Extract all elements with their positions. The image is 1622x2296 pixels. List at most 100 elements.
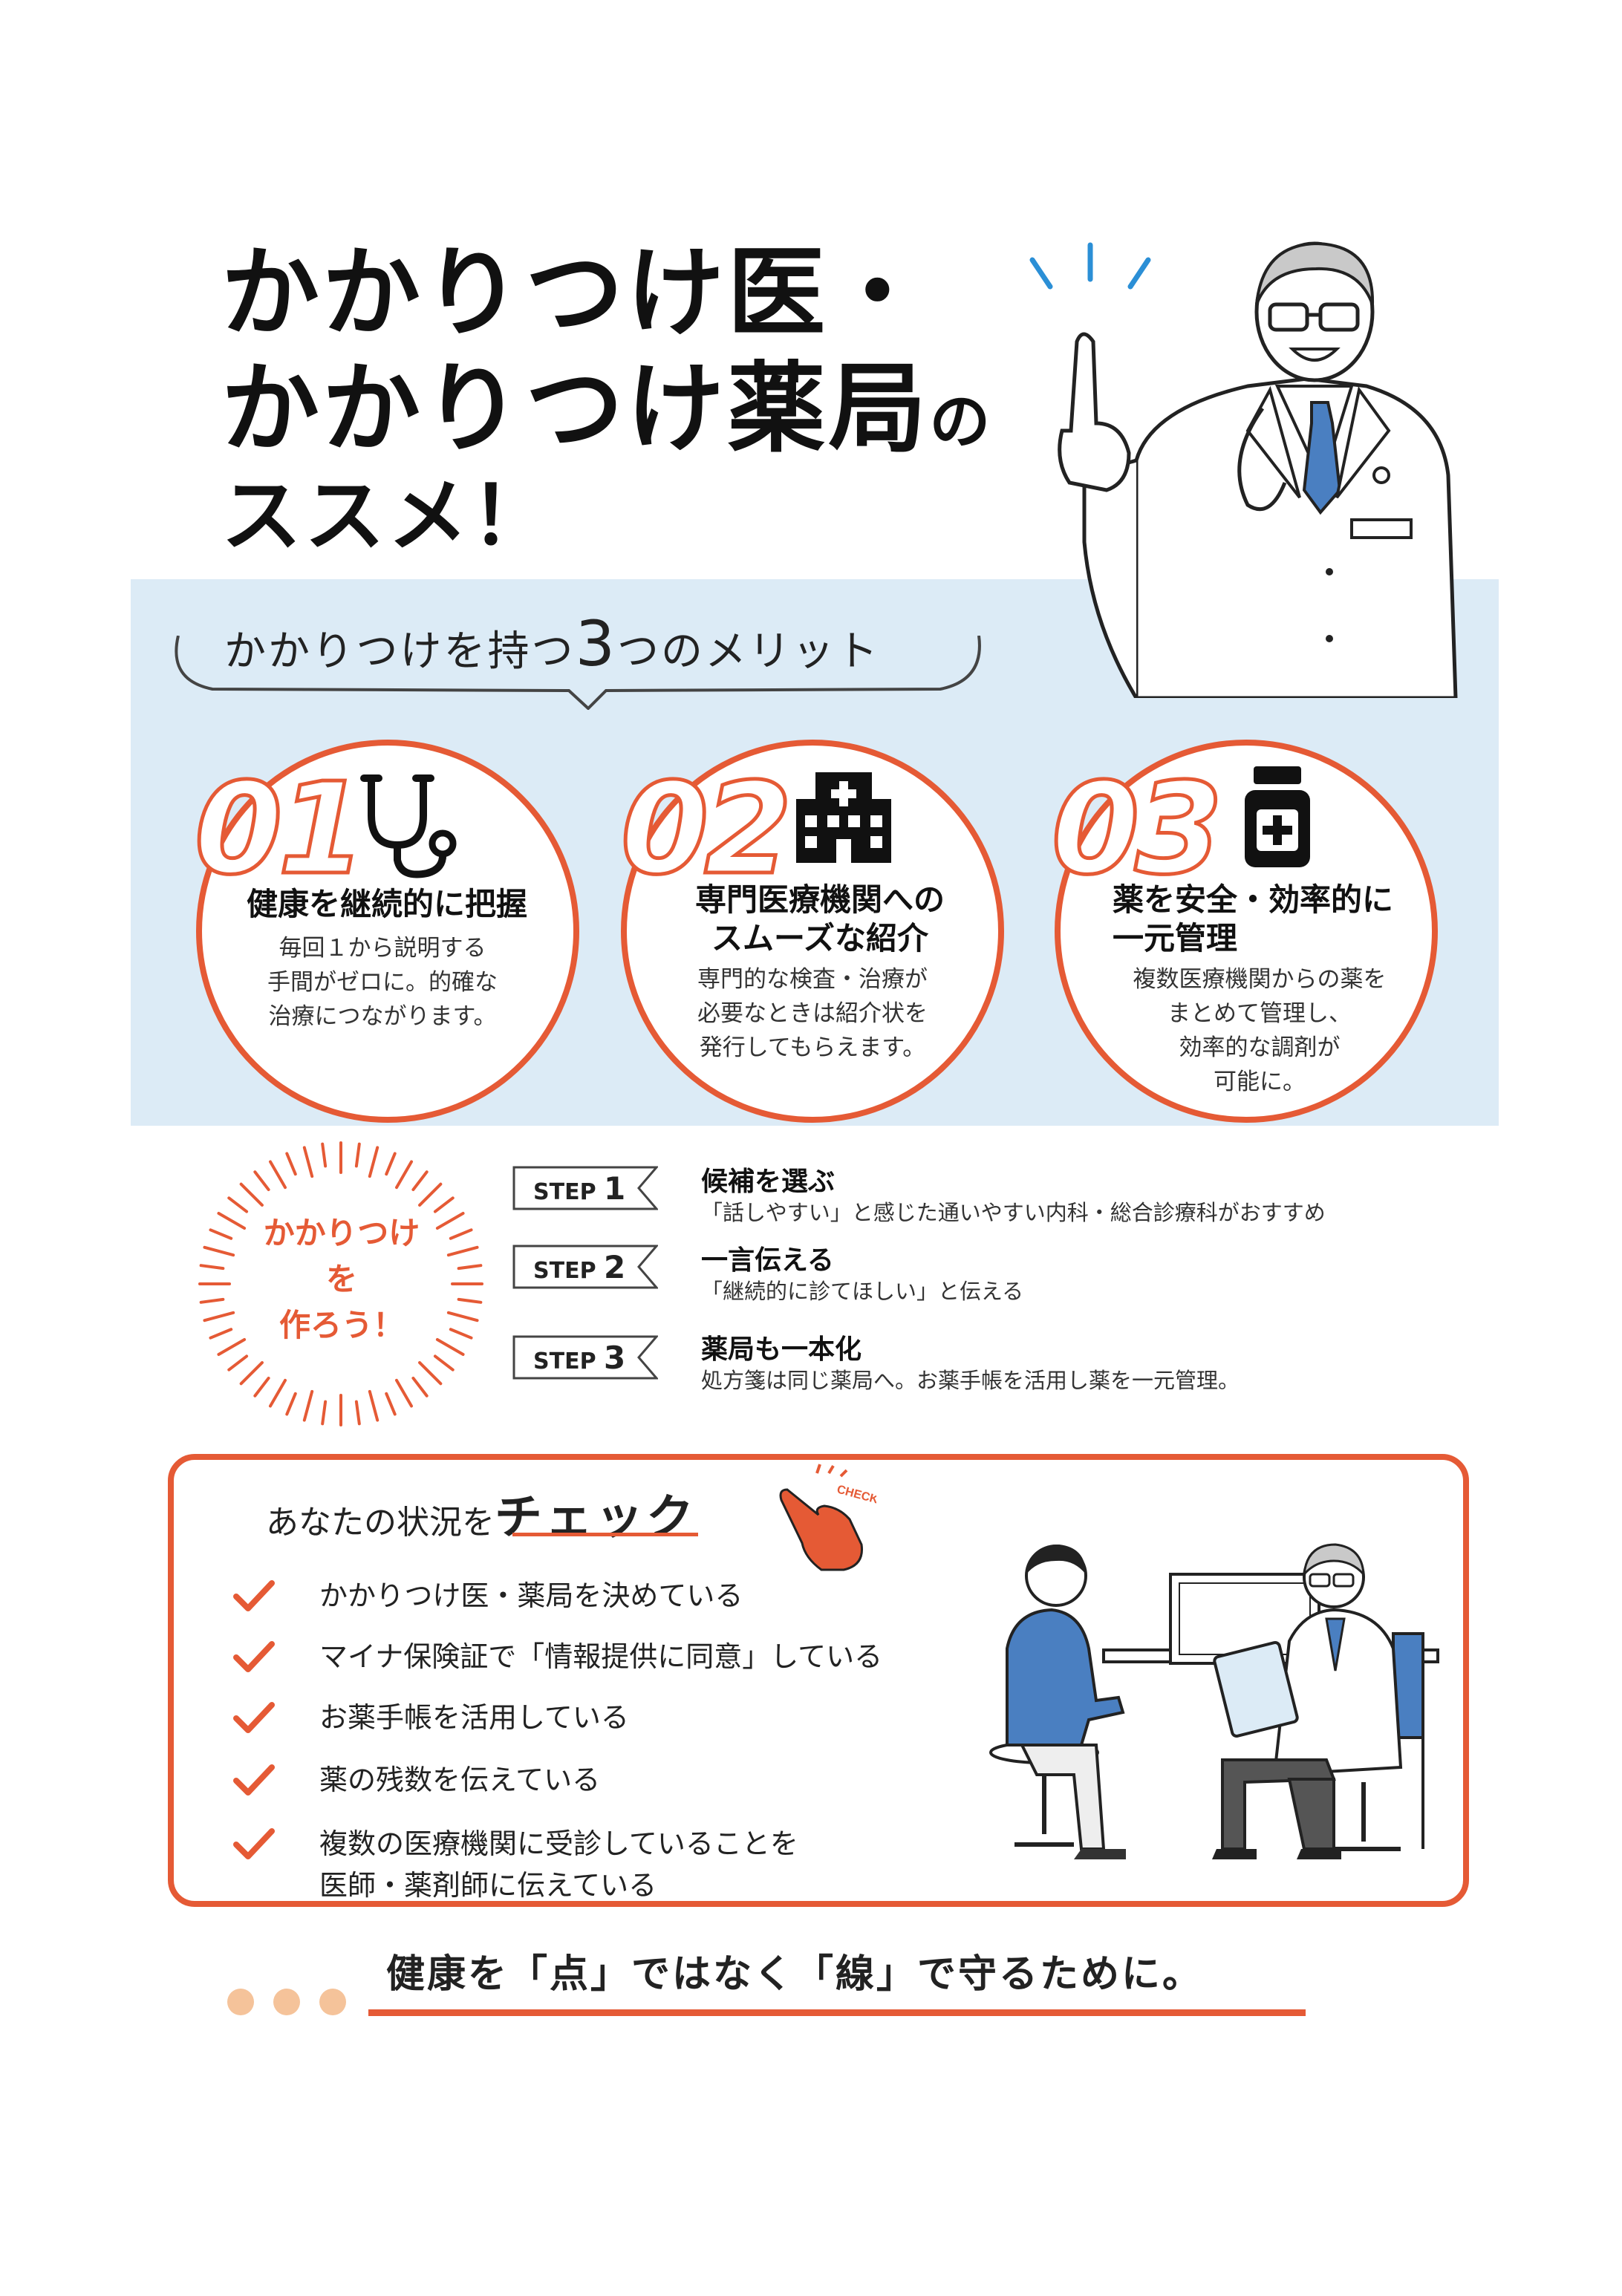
merit-title-2: 専門医療機関への スムーズな紹介 (695, 881, 945, 958)
burst-ray (285, 1392, 297, 1416)
check-mark-icon (233, 1828, 275, 1859)
step-tag-1-text: STEP 1 (533, 1170, 625, 1207)
speech-bracket (175, 636, 981, 710)
check-heading-pre: あなたの状況を (266, 1504, 495, 1542)
step-tag-2: STEP 2 (512, 1245, 658, 1289)
burst-ray (239, 1361, 264, 1386)
title-line-2-main: かかりつけ薬局 (221, 352, 930, 466)
burst-ray (457, 1264, 483, 1271)
burst-ray (446, 1245, 479, 1257)
merit-desc-1: 毎回１から説明する 手間がゼロに。的確な 治療につながります。 (245, 931, 520, 1034)
step-2-title: 一言伝える (701, 1245, 834, 1276)
burst-ray (203, 1311, 235, 1323)
step-2-number: 2 (604, 1249, 626, 1285)
merit-desc-1-line-2: 手間がゼロに。的確な (267, 969, 498, 996)
burst-ray (227, 1196, 249, 1213)
merit-number-3: 03 (1050, 756, 1225, 903)
check-badge-text: CHECK (836, 1483, 876, 1506)
burst-ray (209, 1228, 233, 1240)
sunburst-decoration (198, 1141, 483, 1426)
step-tag-1: STEP 1 (512, 1166, 658, 1210)
burst-ray (217, 1212, 247, 1230)
burst-line-1: かかりつけ (263, 1215, 420, 1251)
burst-ray (253, 1170, 270, 1192)
check-item-3-text: お薬手帳を活用している (319, 1701, 629, 1734)
burst-ray (302, 1389, 314, 1422)
burst-ray (435, 1212, 465, 1230)
burst-ray (433, 1196, 455, 1213)
merit-desc-1-line-1: 毎回１から説明する (279, 935, 486, 962)
merit-desc-3-line-2: まとめて管理し、 (1167, 1000, 1352, 1027)
check-heading-underline (512, 1533, 698, 1536)
burst-ray (433, 1354, 455, 1372)
merit-number-1: 01 (193, 756, 368, 903)
step-tag-3-frame (512, 1335, 658, 1380)
burst-ray (385, 1152, 397, 1176)
step-2-label: STEP (533, 1258, 596, 1284)
footer-underline (368, 2009, 1306, 2016)
burst-ray (217, 1338, 247, 1356)
merit-title-2-line-2: スムーズな紹介 (711, 920, 928, 956)
merit-title-3-line-1: 薬を安全・効率的に (1113, 881, 1394, 918)
merit-circle-1 (196, 740, 579, 1123)
footer-dot-3 (319, 1989, 346, 2015)
title-line-2: かかりつけ薬局の (221, 330, 990, 472)
burst-ray (269, 1378, 287, 1408)
merit-desc-1-line-3: 治療につながります。 (268, 1003, 497, 1030)
merit-title-3: 薬を安全・効率的に 一元管理 (1113, 881, 1393, 958)
merit-number-2: 02 (619, 756, 795, 903)
merit-desc-3: 複数医療機関からの薬を まとめて管理し、 効率的な調剤が 可能に。 (1111, 962, 1408, 1099)
step-3-title: 薬局も一本化 (701, 1334, 862, 1365)
burst-ray (435, 1338, 465, 1356)
burst-ray (321, 1400, 328, 1426)
burst-ray (227, 1354, 249, 1372)
burst-ray (449, 1228, 473, 1240)
merit-desc-2-line-1: 専門的な検査・治療が (697, 966, 928, 993)
burst-ray (457, 1297, 483, 1304)
check-mark-icon (233, 1764, 275, 1796)
check-mark-icon (233, 1580, 275, 1611)
footer-dot-2 (273, 1989, 300, 2015)
step-1-label: STEP (533, 1179, 596, 1205)
step-tag-1-frame (512, 1166, 658, 1210)
step-tag-2-text: STEP 2 (533, 1249, 625, 1285)
doctor-pointing-illustration (1029, 241, 1458, 698)
step-3-desc: 処方箋は同じ薬局へ。お薬手帳を活用し薬を一元管理。 (701, 1368, 1240, 1393)
burst-ray (285, 1152, 297, 1176)
check-item-2-text: マイナ保険証で「情報提供に同意」している (319, 1640, 883, 1673)
burst-ray (253, 1376, 270, 1398)
merit-title-1: 健康を継続的に把握 (247, 886, 528, 922)
burst-ray (239, 1182, 264, 1207)
merit-desc-3-line-1: 複数医療機関からの薬を (1133, 966, 1387, 993)
merits-heading-number: 3 (575, 607, 618, 680)
merit-desc-3-line-3: 効率的な調剤が (1179, 1034, 1341, 1061)
merit-desc-2-line-2: 必要なときは紹介状を (697, 1000, 928, 1027)
burst-label: かかりつけ を 作ろう！ (208, 1210, 475, 1348)
burst-ray (321, 1142, 328, 1168)
consultation-illustration (989, 1543, 1439, 1859)
check-item-1-text: かかりつけ医・薬局を決めている (319, 1579, 743, 1612)
burst-ray (411, 1376, 429, 1398)
pointing-hand-check-icon: CHECK (779, 1464, 876, 1571)
burst-ray (199, 1264, 225, 1271)
merits-heading-pre: かかりつけを持つ (224, 627, 576, 676)
burst-ray (269, 1160, 287, 1190)
burst-ray (395, 1378, 413, 1408)
step-3-number: 3 (604, 1340, 626, 1376)
check-mark-icon (233, 1641, 275, 1672)
step-1-number: 1 (604, 1170, 626, 1207)
step-3-label: STEP (533, 1348, 596, 1374)
title-line-1: かかりつけ医・ (221, 236, 930, 350)
footer-tagline: 健康を「点」ではなく「線」で守るために。 (386, 1952, 1204, 1997)
step-2-desc: 「継続的に診てほしい」と伝える (701, 1279, 1024, 1304)
step-1-title: 候補を選ぶ (701, 1167, 836, 1197)
merits-heading-post: つのメリット (617, 627, 881, 676)
burst-ray (199, 1297, 225, 1304)
merit-desc-2-line-3: 発行してもらえます。 (699, 1034, 926, 1061)
hospital-icon (796, 772, 891, 863)
title-line-3: ススメ！ (221, 470, 555, 563)
burst-ray (418, 1361, 443, 1386)
check-item-5-text-line-1: 複数の医療機関に受診していることを (319, 1827, 798, 1860)
burst-line-3: 作ろう！ (279, 1307, 404, 1343)
check-heading-emph: チェック (495, 1490, 697, 1545)
